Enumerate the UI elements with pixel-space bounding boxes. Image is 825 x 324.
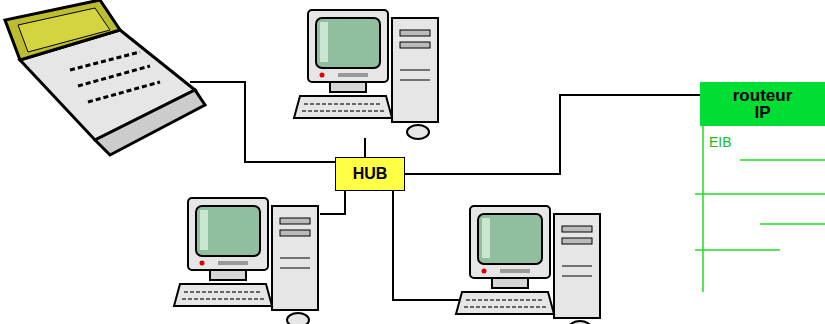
- desktop-computer: [174, 198, 318, 324]
- router-box: routeur IP: [700, 82, 825, 126]
- desktop-computer: [294, 10, 438, 139]
- desktop-computer: [456, 206, 600, 324]
- hub-box: HUB: [335, 157, 405, 191]
- node-label: HUB: [353, 166, 388, 182]
- network-link: [405, 95, 700, 174]
- bus-name: EIB: [709, 134, 732, 150]
- laptop-icon: [5, 0, 205, 155]
- eib-bus-line: [695, 124, 825, 292]
- node-label: routeur IP: [733, 87, 793, 121]
